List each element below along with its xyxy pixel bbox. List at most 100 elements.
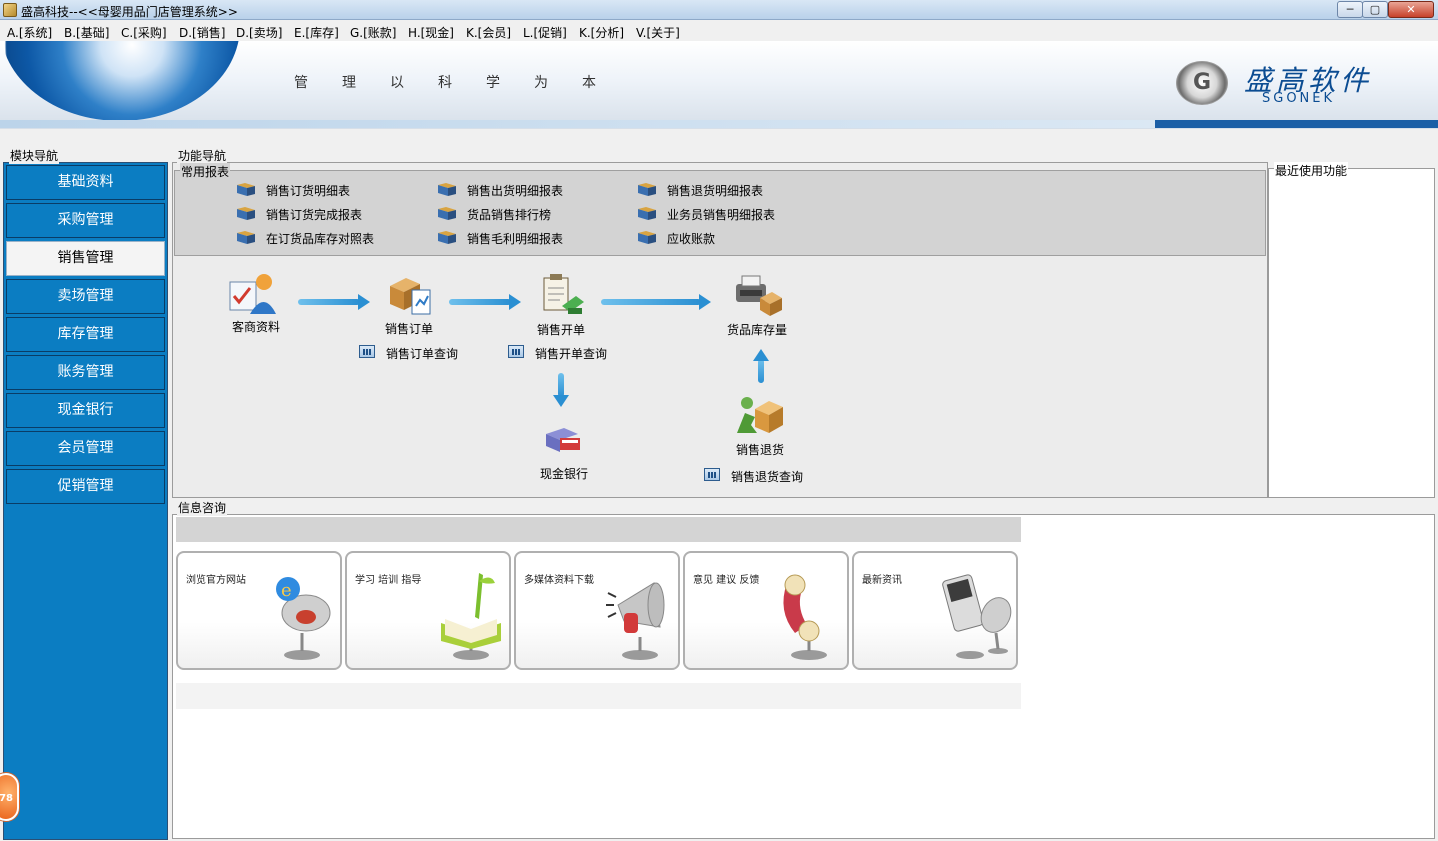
telephone-icon — [783, 574, 827, 660]
header-banner: 管理以科学为本 G 盛高软件 SGONEK — [0, 41, 1438, 129]
window-title: 盛高科技--<<母婴用品门店管理系统>> — [21, 5, 238, 19]
brand-logo-icon: G — [1176, 61, 1228, 105]
nav-item-promotion[interactable]: 促销管理 — [6, 469, 165, 504]
report-book-icon — [638, 231, 656, 244]
flow-arrow-right-icon — [449, 294, 521, 310]
info-card-feedback[interactable]: 意见 建议 反馈 — [683, 551, 849, 670]
app-icon — [3, 3, 17, 17]
menu-inventory[interactable]: E.[库存] — [294, 26, 339, 40]
menu-system[interactable]: A.[系统] — [7, 26, 53, 40]
info-card-label: 最新资讯 — [862, 575, 902, 586]
flow-sales-order-query-label[interactable]: 销售订单查询 — [386, 347, 459, 361]
brand-name-cn: 盛高软件 — [1244, 64, 1373, 97]
report-book-icon — [237, 207, 255, 220]
info-card-website[interactable]: 浏览官方网站 e — [176, 551, 342, 670]
flow-stock-label[interactable]: 货品库存量 — [727, 323, 788, 337]
flow-sales-bill-query-label[interactable]: 销售开单查询 — [535, 347, 608, 361]
report-label: 业务员销售明细报表 — [667, 208, 776, 222]
report-book-icon — [438, 183, 456, 196]
flow-arrow-right-icon — [601, 294, 711, 310]
info-card-training[interactable]: 学习 培训 指导 — [345, 551, 511, 670]
flow-arrow-right-icon — [298, 294, 370, 310]
recent-functions-panel — [1268, 168, 1435, 498]
book-plant-icon — [441, 573, 501, 660]
chart-report-icon[interactable] — [508, 345, 524, 358]
banner-stripe — [0, 120, 1155, 128]
stock-quantity-icon[interactable] — [734, 272, 782, 318]
menu-member[interactable]: K.[会员] — [466, 26, 512, 40]
report-book-icon — [438, 231, 456, 244]
common-reports-title: 常用报表 — [180, 163, 231, 180]
maximize-button[interactable]: ▢ — [1362, 1, 1388, 18]
menu-purchase[interactable]: C.[采购] — [121, 26, 167, 40]
flow-customer-label[interactable]: 客商资料 — [232, 320, 281, 334]
flow-sales-return-query-label[interactable]: 销售退货查询 — [731, 470, 804, 484]
report-label: 销售订货明细表 — [266, 184, 351, 198]
function-nav-title: 功能导航 — [177, 147, 228, 164]
nav-item-purchase[interactable]: 采购管理 — [6, 203, 165, 238]
globe-logo-graphic — [0, 41, 240, 121]
nav-item-member[interactable]: 会员管理 — [6, 431, 165, 466]
sales-return-icon[interactable] — [735, 393, 783, 439]
nav-item-basic-data[interactable]: 基础资料 — [6, 165, 165, 200]
menu-store[interactable]: D.[卖场] — [236, 26, 283, 40]
nav-item-accounts[interactable]: 账务管理 — [6, 355, 165, 390]
menu-accounts[interactable]: G.[账款] — [350, 26, 397, 40]
phone-satellite-icon — [942, 574, 1012, 659]
menu-analysis[interactable]: K.[分析] — [579, 26, 625, 40]
report-label: 销售退货明细报表 — [667, 184, 764, 198]
minimize-button[interactable]: ─ — [1337, 1, 1363, 18]
chart-report-icon[interactable] — [359, 345, 375, 358]
customer-info-icon[interactable] — [228, 270, 276, 316]
title-bar: 盛高科技--<<母婴用品门店管理系统>> ─ ▢ ✕ — [0, 0, 1438, 20]
report-label: 销售毛利明细报表 — [467, 232, 564, 246]
report-book-icon — [237, 183, 255, 196]
mouse-browser-icon: e — [276, 577, 331, 660]
info-title: 信息咨询 — [177, 499, 228, 516]
flow-sales-bill-label[interactable]: 销售开单 — [537, 323, 586, 337]
sales-order-icon[interactable] — [386, 272, 434, 318]
floating-badge[interactable]: 78 — [0, 773, 19, 821]
info-card-multimedia[interactable]: 多媒体资料下载 — [514, 551, 680, 670]
info-card-label: 学习 培训 指导 — [355, 575, 422, 586]
report-label: 销售订货完成报表 — [266, 208, 363, 222]
cash-bank-icon[interactable] — [544, 424, 584, 454]
menu-about[interactable]: V.[关于] — [636, 26, 680, 40]
banner-stripe-accent — [1155, 120, 1438, 128]
brand-name-en: SGONEK — [1262, 91, 1336, 106]
flow-sales-order-label[interactable]: 销售订单 — [385, 322, 434, 336]
menu-bar: A.[系统] B.[基础] C.[采购] D.[销售] D.[卖场] E.[库存… — [0, 21, 1438, 41]
nav-item-store[interactable]: 卖场管理 — [6, 279, 165, 314]
nav-item-cash-bank[interactable]: 现金银行 — [6, 393, 165, 428]
info-top-bar — [176, 517, 1021, 542]
report-label: 货品销售排行榜 — [467, 208, 552, 222]
slogan: 管理以科学为本 — [294, 75, 630, 91]
module-nav-title: 模块导航 — [9, 147, 60, 164]
menu-basic[interactable]: B.[基础] — [64, 26, 110, 40]
report-label: 应收账款 — [667, 232, 716, 246]
chart-report-icon[interactable] — [704, 468, 720, 481]
module-nav: 基础资料 采购管理 销售管理 卖场管理 库存管理 账务管理 现金银行 会员管理 … — [3, 162, 168, 840]
info-card-label: 意见 建议 反馈 — [693, 575, 760, 586]
flow-sales-return-label[interactable]: 销售退货 — [736, 443, 785, 457]
info-card-news[interactable]: 最新资讯 — [852, 551, 1018, 670]
svg-text:e: e — [281, 580, 292, 601]
common-reports-box — [174, 170, 1266, 256]
info-card-label: 浏览官方网站 — [186, 575, 246, 586]
nav-item-inventory[interactable]: 库存管理 — [6, 317, 165, 352]
report-label: 销售出货明细报表 — [467, 184, 564, 198]
report-book-icon — [638, 183, 656, 196]
flow-arrow-down-icon — [553, 373, 569, 407]
report-book-icon — [638, 207, 656, 220]
menu-sales[interactable]: D.[销售] — [179, 26, 226, 40]
info-bottom-bar — [176, 683, 1021, 709]
close-button[interactable]: ✕ — [1388, 1, 1434, 18]
megaphone-icon — [606, 582, 665, 660]
flow-cash-bank-label[interactable]: 现金银行 — [540, 467, 589, 481]
menu-promotion[interactable]: L.[促销] — [523, 26, 567, 40]
sales-bill-icon[interactable] — [538, 272, 586, 318]
info-card-label: 多媒体资料下载 — [524, 575, 594, 586]
nav-item-sales[interactable]: 销售管理 — [6, 241, 165, 276]
flow-arrow-up-icon — [753, 349, 769, 383]
menu-cash[interactable]: H.[现金] — [408, 26, 454, 40]
